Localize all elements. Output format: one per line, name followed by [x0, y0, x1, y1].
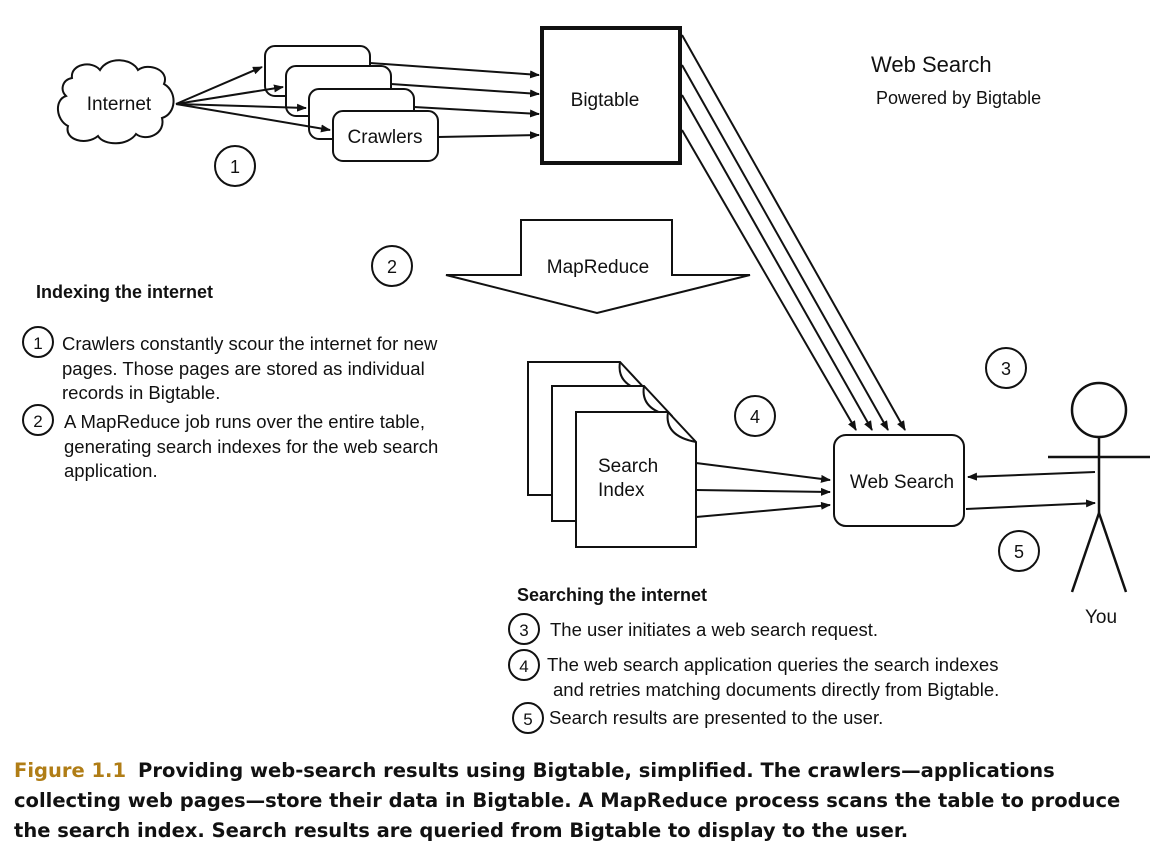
user-websearch-arrows — [965, 471, 1096, 510]
searching-item-3-num: 3 — [519, 621, 528, 640]
indexing-item-1-line-2: pages. Those pages are stored as individ… — [62, 358, 425, 379]
arrow-user-to-websearch — [967, 471, 1096, 481]
bigtable-rect — [540, 26, 682, 165]
diagram-title: Web Search — [871, 52, 992, 77]
bigtable-to-websearch-arrows — [681, 34, 906, 431]
index-to-websearch-arrows — [695, 462, 831, 518]
arrow-index-websearch-2 — [695, 487, 831, 496]
searching-heading: Searching the internet — [517, 585, 707, 605]
indexing-item-1-num: 1 — [33, 334, 42, 353]
indexing-item-1: 1 Crawlers constantly scour the internet… — [22, 326, 438, 403]
step-marker-5-circle — [998, 530, 1040, 572]
user-head — [1070, 381, 1128, 439]
mapreduce-label: MapReduce — [547, 257, 649, 278]
step-marker-3: 3 — [985, 347, 1027, 389]
searching-item-4: 4 The web search application queries the… — [508, 649, 999, 700]
arrow-internet-crawler-2 — [175, 84, 284, 105]
searching-section: Searching the internet 3 The user initia… — [508, 585, 999, 734]
search-index-doc-front — [575, 411, 697, 548]
crawlers-stack: Crawlers — [264, 45, 439, 162]
web-search-box-label: Web Search — [850, 472, 954, 493]
internet-label: Internet — [87, 94, 152, 115]
user-right-leg — [1097, 512, 1128, 593]
searching-item-5: 5 Search results are presented to the us… — [512, 702, 883, 734]
cloud-shape — [57, 59, 175, 145]
indexing-item-1-line-3: records in Bigtable. — [62, 382, 220, 403]
arrow-internet-crawler-4 — [175, 103, 331, 133]
search-index-stack: Search Index — [527, 361, 697, 548]
step-marker-1: 1 — [214, 145, 256, 187]
user-left-leg — [1070, 512, 1101, 593]
arrow-index-websearch-1 — [695, 462, 831, 483]
searching-item-4-line-2: and retries matching documents directly … — [553, 679, 999, 700]
indexing-section: Indexing the internet 1 Crawlers constan… — [22, 282, 438, 481]
step-marker-5: 5 — [998, 530, 1040, 572]
figure-caption-text: Providing web-search results using Bigta… — [14, 759, 1121, 842]
step-marker-4: 4 — [734, 395, 776, 437]
indexing-item-2-line-3: application. — [64, 460, 158, 481]
searching-item-5-num: 5 — [523, 710, 532, 729]
arrow-bigtable-websearch-1 — [681, 34, 906, 431]
bigtable-web-search-diagram: Internet Crawlers Bigtable Web Search Po… — [22, 26, 1150, 734]
arrow-internet-crawler-1 — [175, 66, 263, 105]
arrow-websearch-to-user — [965, 499, 1096, 510]
step-marker-1-circle — [214, 145, 256, 187]
step-marker-3-label: 3 — [1001, 359, 1011, 379]
arrow-crawler-bigtable-4 — [437, 131, 540, 140]
step-marker-2-label: 2 — [387, 257, 397, 277]
search-index-doc-front-fold — [666, 411, 697, 443]
searching-item-5-line-1: Search results are presented to the user… — [549, 707, 883, 728]
arrow-bigtable-websearch-2 — [681, 64, 889, 431]
diagram-subtitle: Powered by Bigtable — [876, 88, 1041, 108]
step-marker-2-circle — [371, 245, 413, 287]
internet-cloud: Internet — [57, 59, 175, 145]
indexing-item-2-line-2: generating search indexes for the web se… — [64, 436, 438, 457]
step-marker-5-label: 5 — [1014, 542, 1024, 562]
crawlers-label: Crawlers — [348, 127, 423, 148]
user-stick-figure — [1048, 381, 1150, 593]
arrow-internet-crawler-3 — [175, 103, 307, 112]
searching-item-4-num: 4 — [519, 657, 528, 676]
figure-label: Figure 1.1 — [14, 759, 127, 782]
indexing-item-1-line-1: Crawlers constantly scour the internet f… — [62, 333, 438, 354]
arrow-crawler-bigtable-2 — [390, 83, 540, 98]
step-marker-4-label: 4 — [750, 407, 760, 427]
step-marker-4-circle — [734, 395, 776, 437]
indexing-item-1-marker — [22, 326, 54, 358]
step-marker-2: 2 — [371, 245, 413, 287]
searching-item-5-marker — [512, 702, 544, 734]
arrow-crawler-bigtable-1 — [369, 62, 540, 79]
arrow-index-websearch-3 — [695, 501, 831, 518]
search-index-label-line-2: Index — [598, 480, 645, 501]
searching-item-3-marker — [508, 613, 540, 645]
arrow-crawler-bigtable-3 — [413, 106, 540, 118]
indexing-item-2: 2 A MapReduce job runs over the entire t… — [22, 404, 438, 481]
searching-item-3-line-1: The user initiates a web search request. — [550, 619, 878, 640]
user-label: You — [1085, 607, 1117, 628]
mapreduce-arrow-shape — [445, 219, 751, 315]
bigtable-box: Bigtable — [540, 26, 682, 165]
indexing-item-2-line-1: A MapReduce job runs over the entire tab… — [64, 411, 425, 432]
step-marker-1-label: 1 — [230, 157, 240, 177]
searching-item-4-marker — [508, 649, 540, 681]
arrow-bigtable-websearch-4 — [681, 129, 857, 431]
arrow-bigtable-websearch-3 — [681, 94, 873, 431]
crawlers-to-bigtable-arrows — [369, 62, 540, 140]
step-marker-3-circle — [985, 347, 1027, 389]
web-search-box: Web Search — [833, 434, 965, 527]
indexing-item-2-num: 2 — [33, 412, 42, 431]
search-index-label-line-1: Search — [598, 456, 658, 477]
web-search-rect — [833, 434, 965, 527]
bigtable-label: Bigtable — [571, 90, 640, 111]
mapreduce-arrow: MapReduce — [445, 219, 751, 315]
indexing-heading: Indexing the internet — [36, 282, 213, 302]
indexing-item-2-marker — [22, 404, 54, 436]
internet-to-crawlers-arrows — [175, 66, 331, 133]
searching-item-4-line-1: The web search application queries the s… — [547, 654, 998, 675]
searching-item-3: 3 The user initiates a web search reques… — [508, 613, 878, 645]
